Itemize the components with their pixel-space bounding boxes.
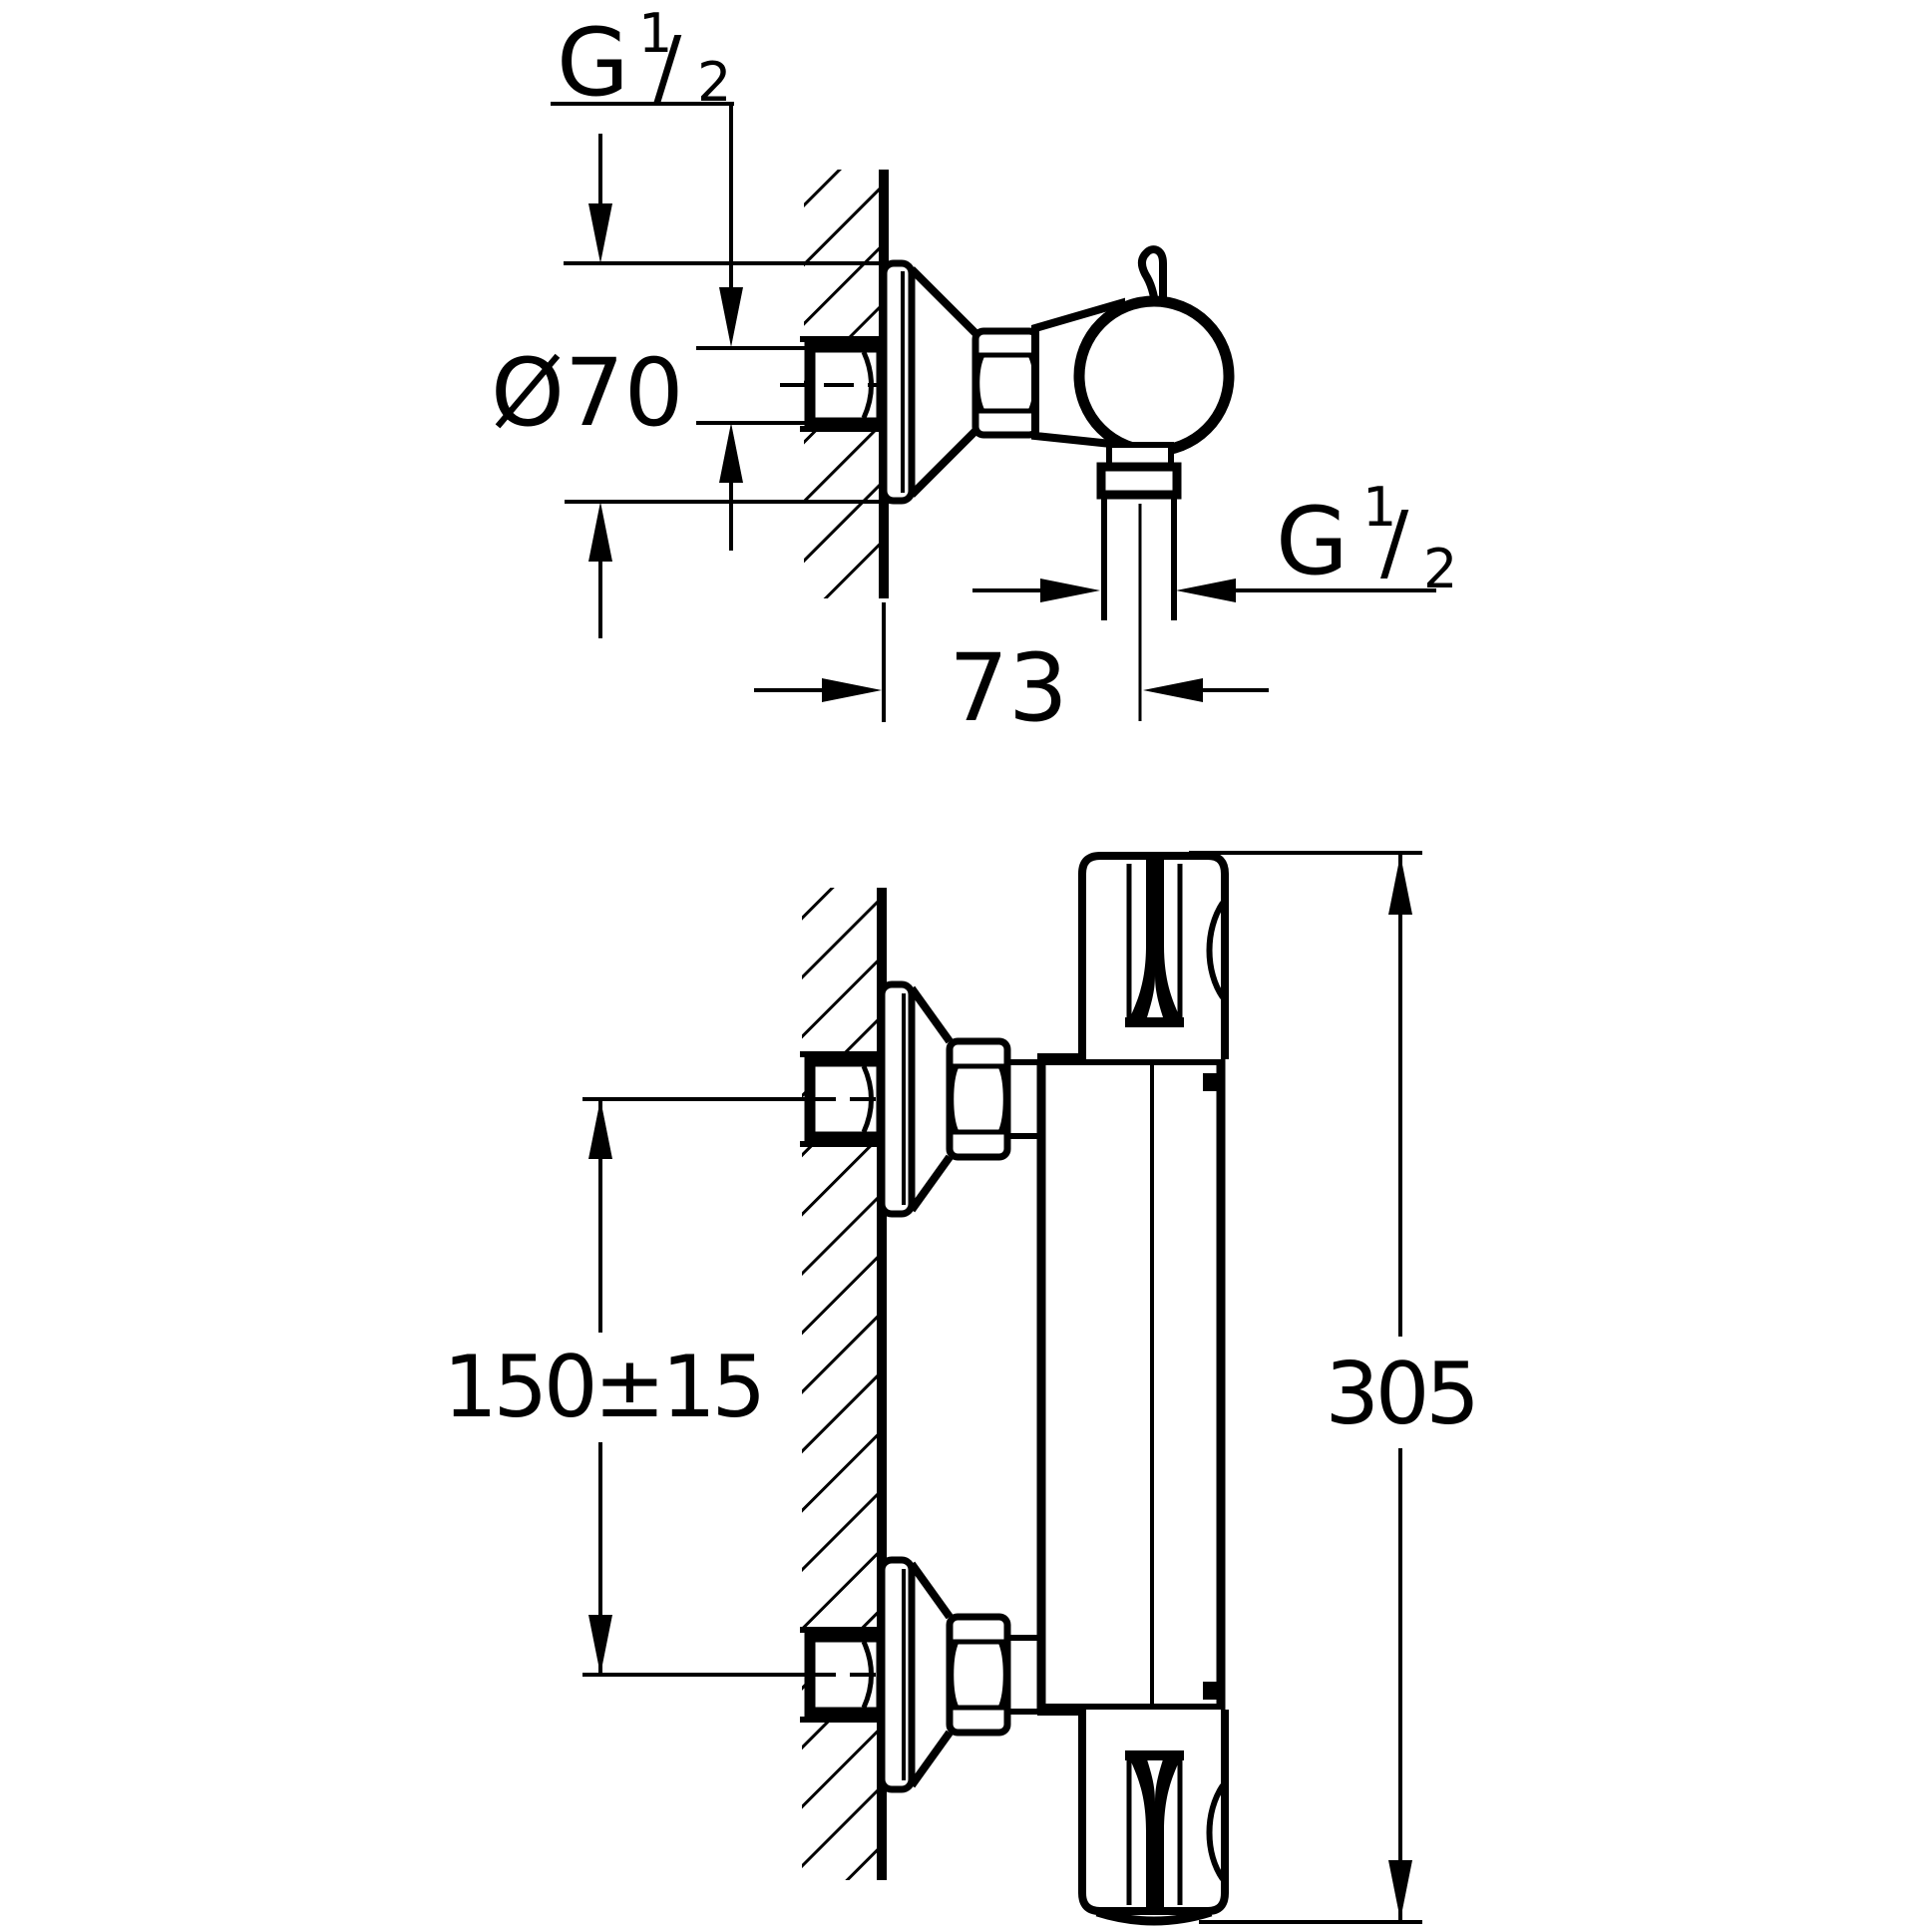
arrowhead: [588, 1099, 612, 1159]
arrowhead: [1388, 855, 1412, 915]
flow-knob: [1078, 1710, 1229, 1926]
outlet-port-detail: [1203, 1073, 1221, 1091]
dimension-wall-to-outlet: [754, 602, 1269, 722]
supply-thread-label-num: 1: [638, 2, 672, 65]
outlet-thread-label-slash: /: [1380, 493, 1409, 590]
outlet-port-detail: [1203, 1682, 1221, 1700]
dimension-overall-height: [1189, 851, 1422, 1924]
temperature-knob: [1078, 852, 1229, 1059]
front-view: 150±15 305: [443, 851, 1480, 1926]
arrowhead: [1040, 579, 1100, 602]
dimension-escutcheon-diameter: [564, 134, 890, 638]
dimension-connection-spacing: [588, 1099, 612, 1675]
top-view: G 1 / 2 Ø70 73 G 1 / 2: [491, 2, 1457, 743]
hex-nut: [971, 327, 1041, 439]
arrowhead: [588, 502, 612, 562]
outlet-thread-label-num: 1: [1362, 476, 1396, 539]
knob-grip-groove: [1130, 1759, 1180, 1907]
outlet-thread-label-g: G: [1276, 488, 1349, 596]
wall-to-outlet-label: 73: [949, 634, 1068, 743]
shower-hose-connector: [1096, 442, 1182, 721]
arrowhead: [719, 423, 743, 483]
arrowhead: [588, 1615, 612, 1675]
escutcheon: [880, 259, 978, 505]
supply-thread-label-g: G: [557, 9, 629, 118]
arrowhead: [822, 678, 882, 702]
thermostat-knob-top-view: [1073, 295, 1235, 457]
wall-section-hatching: [802, 888, 879, 1880]
valve-body: [1036, 1053, 1226, 1716]
supply-nipple: [780, 336, 888, 432]
arrowhead: [588, 203, 612, 263]
overall-height-label: 305: [1325, 1345, 1475, 1444]
dimension-supply-thread: [551, 102, 808, 551]
knob-grip-groove: [1130, 860, 1180, 1017]
arrowhead: [1176, 579, 1236, 602]
arrowhead: [1388, 1860, 1412, 1920]
arrowhead: [719, 287, 743, 347]
arrowhead: [1143, 678, 1203, 702]
connection-spacing-label: 150±15: [443, 1338, 762, 1437]
outlet-thread-label-den: 2: [1423, 538, 1457, 600]
supply-thread-label-den: 2: [697, 51, 731, 114]
escutcheon-diameter-label: Ø70: [491, 339, 684, 448]
supply-thread-label-slash: /: [653, 18, 682, 116]
dimension-outlet-thread: [972, 579, 1436, 602]
knob-base-curve: [1095, 1907, 1213, 1926]
